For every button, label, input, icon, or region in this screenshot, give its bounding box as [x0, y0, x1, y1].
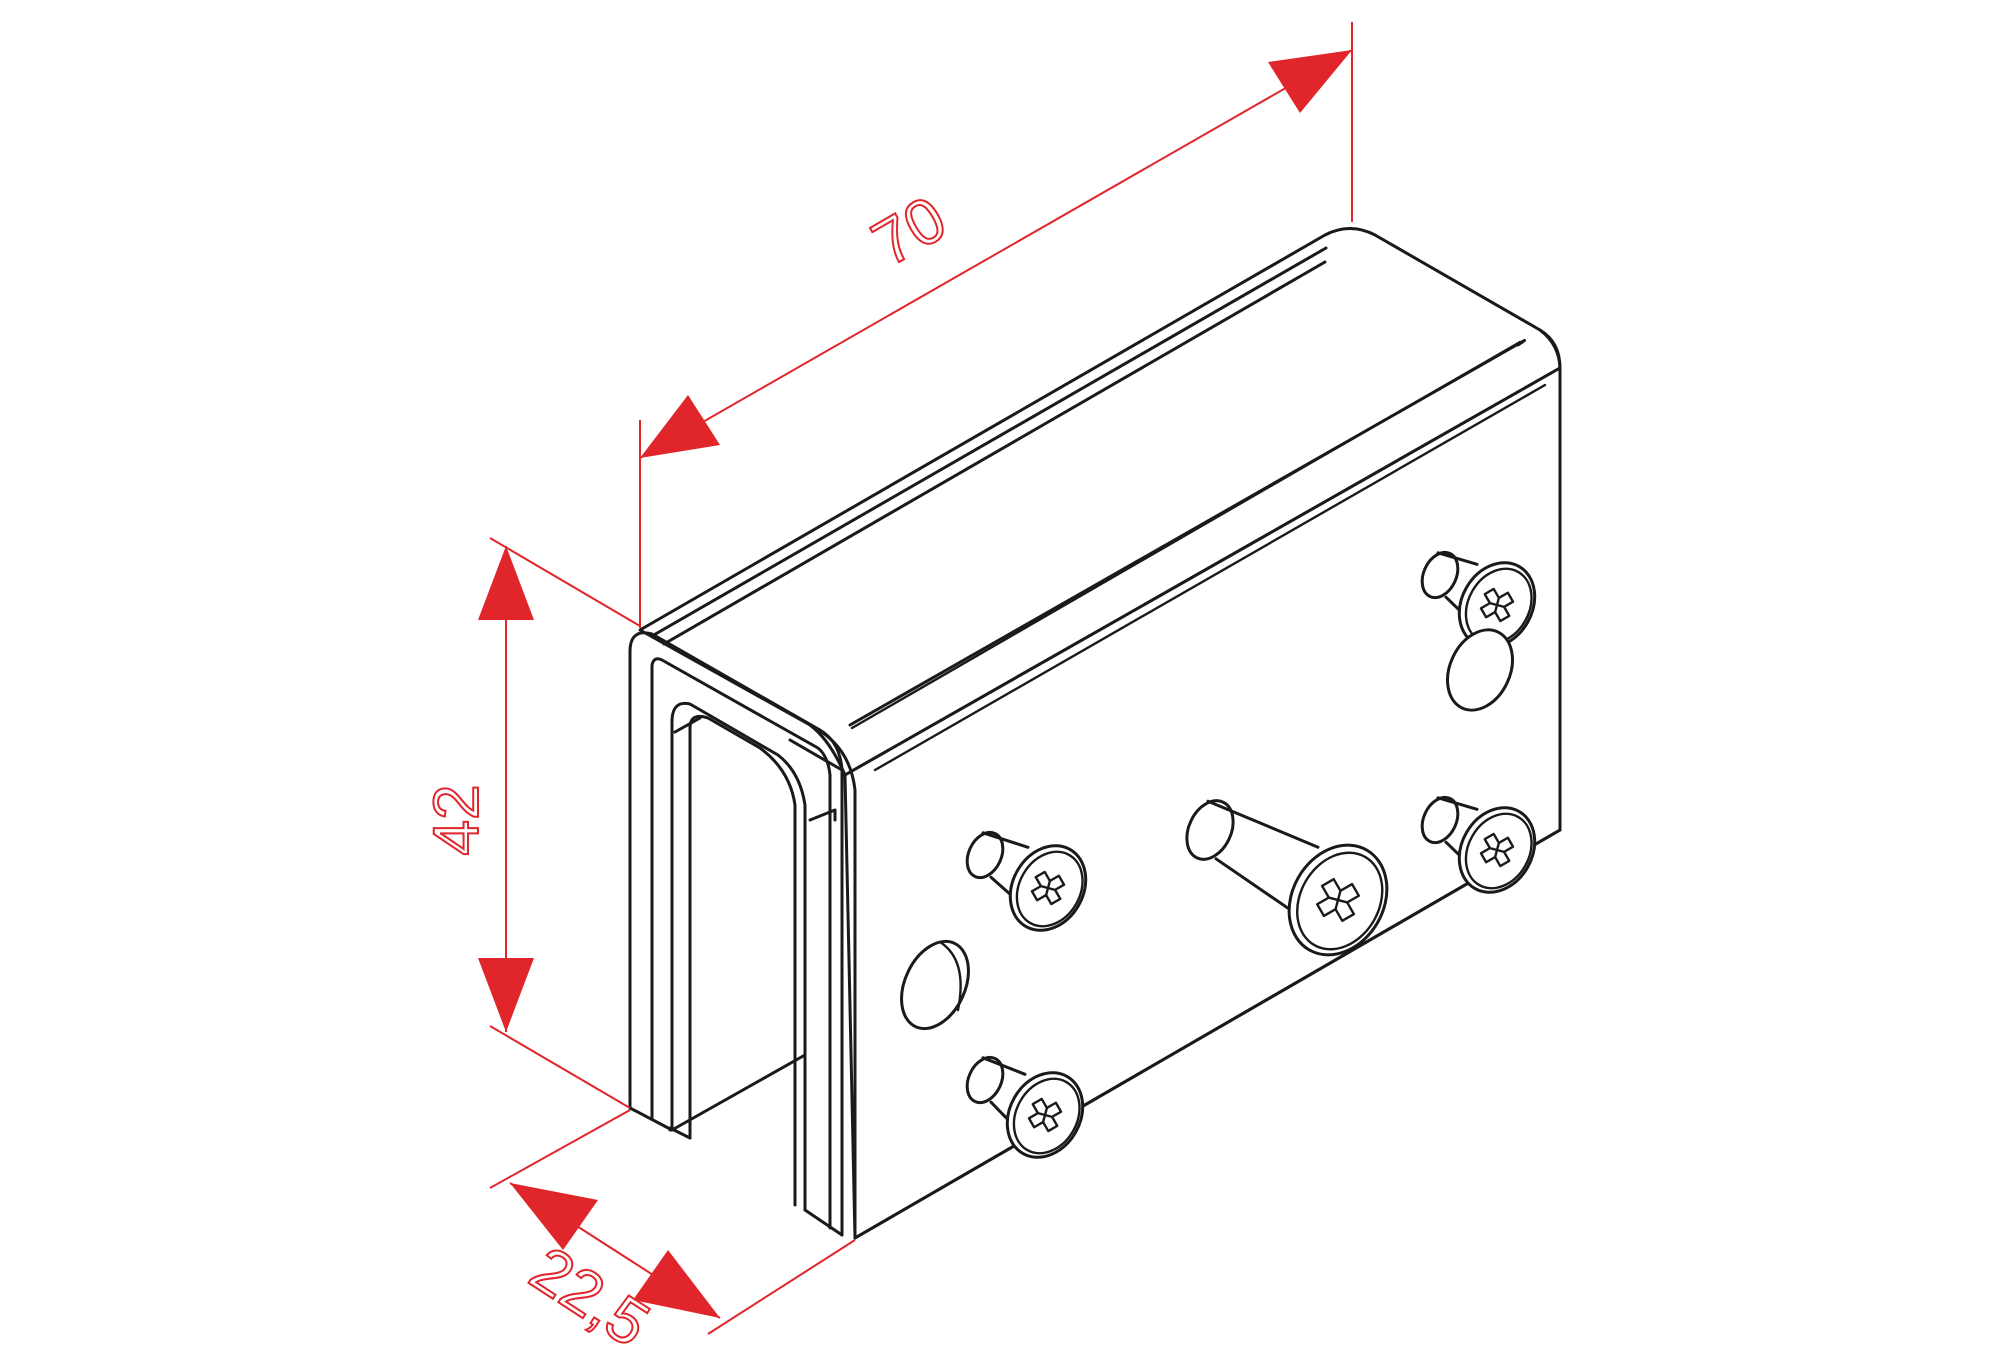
screw-center: [1185, 799, 1389, 957]
dimension-depth: 22,5: [489, 1109, 856, 1362]
u-channel-end: [628, 631, 844, 1237]
mounting-hole-upper: [1446, 628, 1514, 712]
screw-left-lower: [965, 1055, 1085, 1159]
dimension-height: 42: [419, 537, 641, 1109]
length-arrow-left: [640, 395, 720, 458]
screw-left-upper: [965, 830, 1088, 932]
screws-group: [965, 550, 1537, 1159]
screw-top-right: [1420, 550, 1537, 649]
depth-arrow-left: [510, 1183, 598, 1250]
bracket-body: [638, 227, 1562, 1240]
height-arrow-top: [478, 546, 534, 620]
length-arrow-right: [1268, 50, 1352, 113]
depth-label: 22,5: [518, 1232, 662, 1360]
depth-arrow-right: [633, 1250, 720, 1318]
mounting-hole: [900, 939, 970, 1031]
length-label: 70: [860, 182, 958, 280]
screw-mid-right: [1420, 795, 1537, 894]
u-channel-outer: [628, 631, 844, 1237]
height-label: 42: [420, 784, 492, 855]
height-arrow-bottom: [478, 958, 534, 1032]
